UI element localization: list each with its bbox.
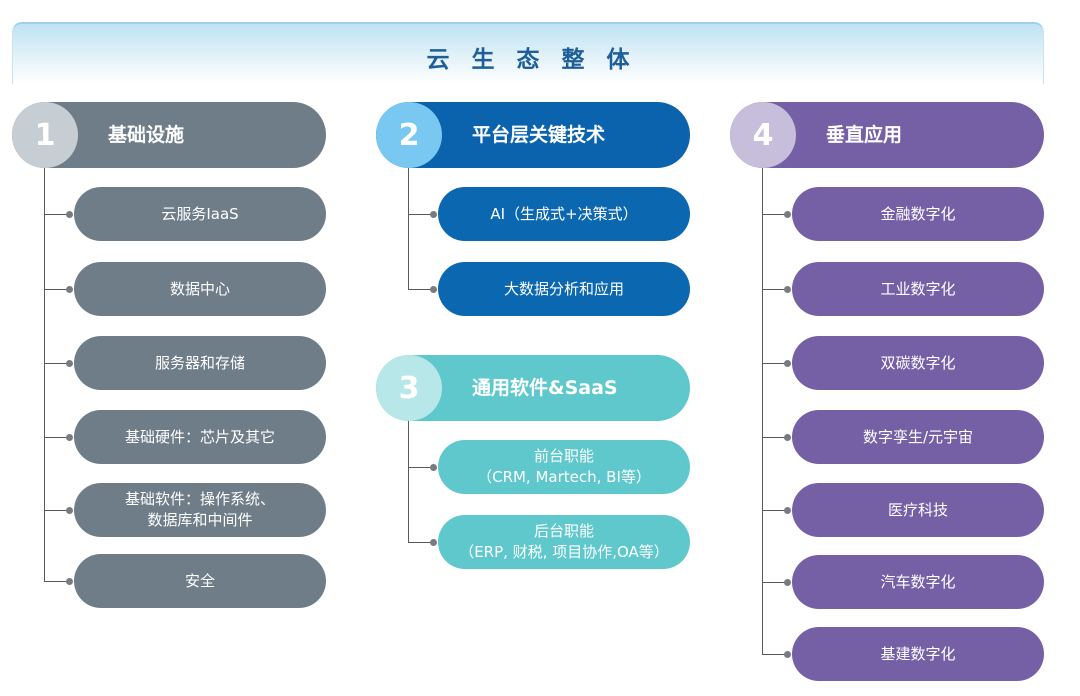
connector-dot	[784, 579, 791, 586]
connector-dot	[66, 507, 73, 514]
connector-trunk-3	[408, 421, 409, 542]
number-badge-1: 1	[12, 102, 78, 168]
node-front-office: 前台职能 （CRM, Martech, BI等）	[438, 440, 690, 494]
connector-branch	[762, 363, 788, 364]
connector-branch	[44, 363, 70, 364]
node-dual-carbon: 双碳数字化	[792, 336, 1044, 390]
connector-trunk-2	[408, 168, 409, 289]
connector-branch	[408, 214, 434, 215]
header-label-infrastructure: 基础设施	[108, 124, 185, 146]
number-badge-4: 4	[730, 102, 796, 168]
connector-dot	[430, 464, 437, 471]
node-digital-twin: 数字孪生/元宇宙	[792, 410, 1044, 464]
connector-branch	[762, 510, 788, 511]
connector-dot	[430, 539, 437, 546]
number-badge-3: 3	[376, 355, 442, 421]
node-data-center: 数据中心	[74, 262, 326, 316]
node-server-storage: 服务器和存储	[74, 336, 326, 390]
connector-branch	[762, 289, 788, 290]
connector-branch	[44, 214, 70, 215]
node-big-data: 大数据分析和应用	[438, 262, 690, 316]
connector-branch	[762, 654, 788, 655]
connector-dot	[784, 507, 791, 514]
connector-dot	[784, 211, 791, 218]
header-infrastructure: 1 基础设施	[12, 102, 326, 168]
node-automotive: 汽车数字化	[792, 555, 1044, 609]
connector-trunk-4	[762, 168, 763, 654]
connector-branch	[44, 510, 70, 511]
connector-branch	[408, 542, 434, 543]
connector-dot	[66, 360, 73, 367]
header-label-vertical: 垂直应用	[826, 124, 903, 146]
connector-dot	[66, 434, 73, 441]
header-software: 3 通用软件&SaaS	[376, 355, 690, 421]
connector-dot	[430, 211, 437, 218]
connector-branch	[44, 437, 70, 438]
header-platform: 2 平台层关键技术	[376, 102, 690, 168]
node-infrastructure-build: 基建数字化	[792, 627, 1044, 681]
connector-branch	[762, 214, 788, 215]
header-vertical: 4 垂直应用	[730, 102, 1044, 168]
node-security: 安全	[74, 554, 326, 608]
connector-dot	[430, 286, 437, 293]
connector-trunk-1	[44, 168, 45, 581]
connector-branch	[44, 581, 70, 582]
diagram-title: 云生态整体	[426, 47, 652, 73]
header-label-software: 通用软件&SaaS	[472, 377, 618, 399]
connector-dot	[784, 434, 791, 441]
connector-dot	[784, 651, 791, 658]
connector-branch	[44, 289, 70, 290]
connector-dot	[784, 286, 791, 293]
connector-dot	[66, 286, 73, 293]
connector-branch	[408, 289, 434, 290]
node-back-office: 后台职能 （ERP, 财税, 项目协作,OA等）	[438, 515, 690, 569]
connector-dot	[66, 211, 73, 218]
node-ai: AI（生成式+决策式）	[438, 187, 690, 241]
node-basic-hardware: 基础硬件：芯片及其它	[74, 410, 326, 464]
connector-branch	[408, 467, 434, 468]
connector-branch	[762, 582, 788, 583]
node-cloud-iaas: 云服务IaaS	[74, 187, 326, 241]
connector-dot	[66, 578, 73, 585]
connector-branch	[762, 437, 788, 438]
node-industrial: 工业数字化	[792, 262, 1044, 316]
node-finance: 金融数字化	[792, 187, 1044, 241]
number-badge-2: 2	[376, 102, 442, 168]
node-medical: 医疗科技	[792, 483, 1044, 537]
header-label-platform: 平台层关键技术	[472, 124, 606, 146]
connector-dot	[784, 360, 791, 367]
title-banner: 云生态整体	[12, 22, 1044, 84]
node-basic-software: 基础软件：操作系统、 数据库和中间件	[74, 483, 326, 537]
